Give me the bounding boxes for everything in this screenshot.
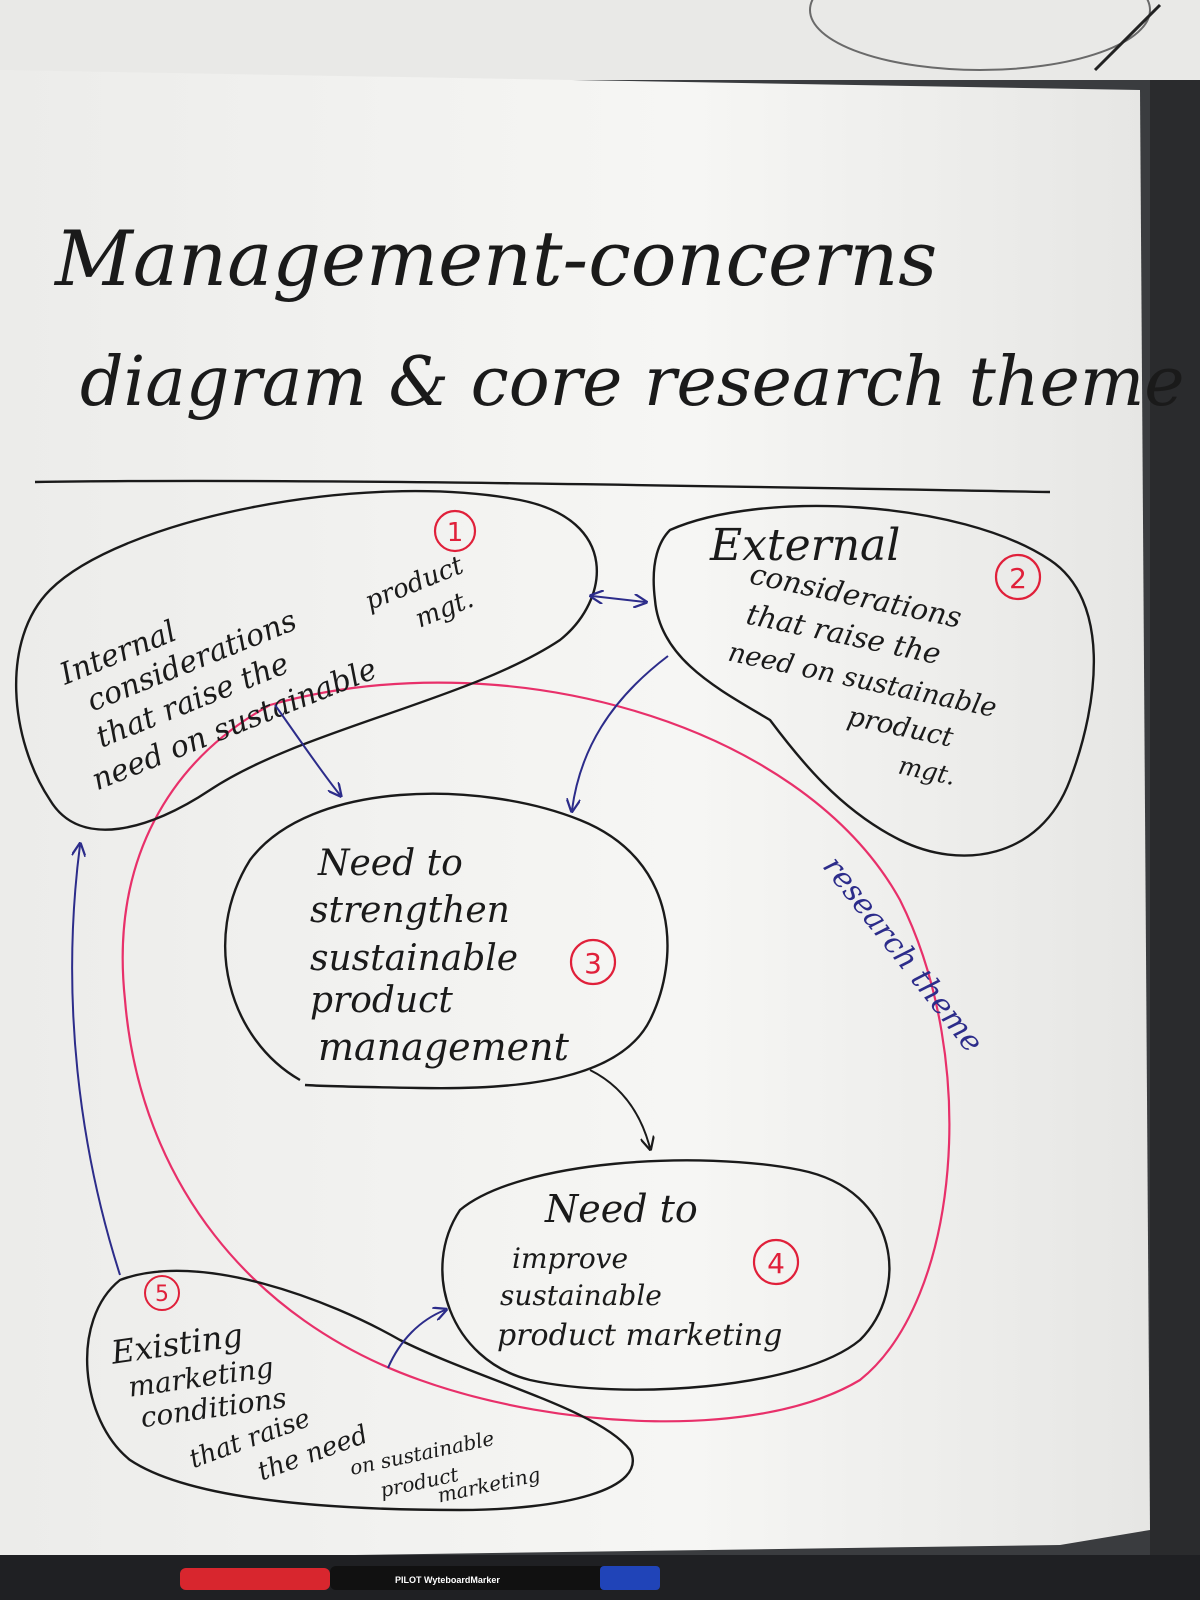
node-1-number-circle	[433, 509, 477, 553]
node-4-number-circle	[752, 1238, 800, 1286]
marker-brand-label: PILOT WyteboardMarker	[395, 1575, 500, 1585]
black-marker	[330, 1566, 660, 1590]
research-theme-loop	[121, 681, 951, 1423]
node-2-outline	[652, 504, 1096, 857]
node-4-line: Need to	[544, 1187, 698, 1231]
node-3-number: 3	[584, 947, 602, 980]
bidirectional-arrow-1-2	[592, 596, 645, 602]
title-divider	[34, 479, 1051, 494]
node-2-number: 2	[1009, 562, 1027, 595]
arrow-1-to-3	[274, 704, 340, 795]
node-2-number-circle	[994, 553, 1042, 601]
node-1-outline	[15, 489, 598, 831]
node-strengthen-management: Need to strengthen sustainable product m…	[223, 792, 669, 1090]
node-2-line: External	[709, 520, 900, 571]
node-3-line: product	[310, 980, 453, 1021]
node-existing-conditions: 5 Existing marketing conditions that rai…	[85, 1269, 634, 1512]
node-3-line: Need to	[317, 843, 463, 884]
node-3-outline	[223, 792, 669, 1090]
node-4-number: 4	[767, 1247, 785, 1280]
title-line-2: diagram & core research theme	[80, 343, 1185, 422]
blue-marker-cap	[600, 1566, 660, 1590]
node-5-outline	[85, 1269, 634, 1512]
arrow-5-to-1	[71, 845, 121, 1276]
node-4-line: improve	[512, 1242, 628, 1275]
arrow-5-to-4	[387, 1310, 445, 1369]
top-sheet-doodle	[809, 0, 1151, 71]
arrow-3-to-4	[589, 1069, 650, 1148]
node-4-line: sustainable	[500, 1279, 662, 1312]
node-5-number: 5	[155, 1282, 169, 1307]
node-3-line: sustainable	[310, 938, 518, 979]
red-marker	[180, 1568, 330, 1590]
node-4-outline	[441, 1159, 891, 1391]
node-4-line: product marketing	[497, 1318, 782, 1353]
arrow-2-to-3	[572, 655, 669, 810]
node-3-line: strengthen	[310, 890, 510, 931]
node-1-number: 1	[447, 518, 464, 548]
node-5-number-circle	[144, 1275, 180, 1311]
title-line-1: Management-concerns	[53, 214, 937, 303]
node-3-line: management	[318, 1025, 570, 1069]
node-improve-marketing: Need to improve sustainable product mark…	[441, 1159, 891, 1391]
paper-sheet	[0, 70, 1150, 1560]
node-3-number-circle	[569, 938, 617, 986]
